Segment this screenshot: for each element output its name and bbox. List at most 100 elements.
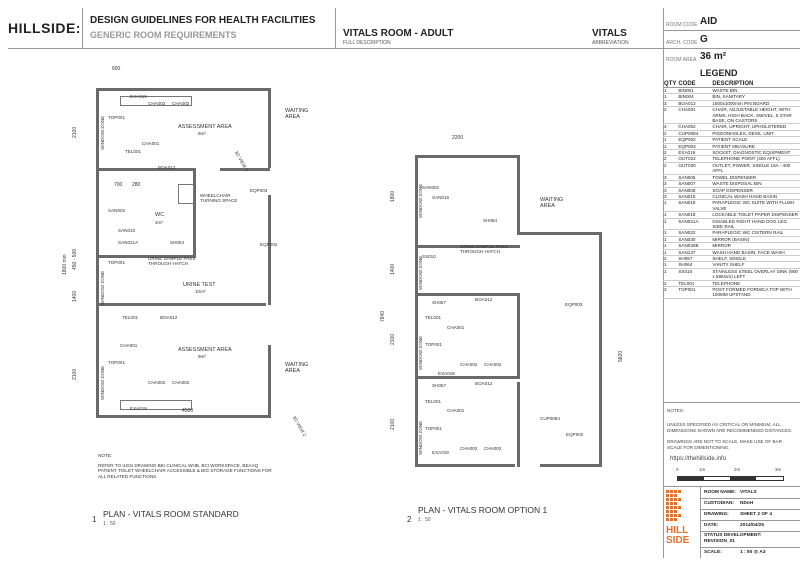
legend-desc: CLINICAL WASH HAND BASIN xyxy=(711,193,800,201)
code-label: CHA002 xyxy=(460,446,478,451)
room-label: WAITING AREA xyxy=(285,362,309,374)
legend-code: CHA002 xyxy=(677,123,712,131)
legend-desc: POST FORMED FORMICA TOP WITH 100MM UPSTA… xyxy=(711,286,800,299)
legend-desc: OUTLET, POWER, SINGLE 16A - 400 AFFL xyxy=(711,162,800,175)
logo-square xyxy=(670,502,673,505)
rule xyxy=(700,531,800,532)
plan-1-scale: 1 : 50 xyxy=(103,521,116,527)
window-zone-label: WINDOW ZONE xyxy=(100,365,105,400)
legend-qty: 1 xyxy=(663,136,678,144)
code-label: TEL001 xyxy=(125,149,142,154)
custodian-value: NDoH xyxy=(740,501,754,506)
legend-qty: 1 xyxy=(663,229,678,237)
code-label: TOP001 xyxy=(108,115,126,120)
logo-square xyxy=(670,490,673,493)
logo-square xyxy=(678,490,681,493)
room-label: ASSESSMENT AREA xyxy=(178,347,232,353)
hillside-logo: HILL SIDE xyxy=(666,490,698,550)
legend-desc: PARAPLEGIC WC CISTERN RAIL xyxy=(711,229,800,237)
logo-square xyxy=(674,514,677,517)
room-area: 9m² xyxy=(198,131,206,136)
plan-1-title: PLAN - VITALS ROOM STANDARD xyxy=(103,509,239,519)
code-label: EXA019 xyxy=(438,371,455,376)
legend-desc: 1500x1000mm PIN BOARD xyxy=(711,100,800,108)
room-name-label: ROOM NAME: xyxy=(704,490,736,495)
legend-desc: WASH HAND BASIN, FACE WASH xyxy=(711,249,800,257)
scale-segment xyxy=(756,477,782,480)
legend-col-code: CODE xyxy=(677,81,712,88)
logo-text-1: HILL xyxy=(666,525,689,536)
legend-qty: 1 xyxy=(663,199,678,213)
plan-2-title: PLAN - VITALS ROOM OPTION 1 xyxy=(418,505,548,515)
legend-qty: 2 xyxy=(663,162,678,175)
rule xyxy=(700,520,800,521)
legend-header-row: QTY CODE DESCRIPTION xyxy=(663,81,800,88)
rule xyxy=(663,486,800,487)
legend-qty: 1 xyxy=(663,218,678,231)
plan-1-note-title: NOTE: xyxy=(98,453,113,458)
code-label: EQP002 xyxy=(260,242,278,247)
logo-square xyxy=(674,510,677,513)
wall xyxy=(540,464,602,467)
wall xyxy=(415,155,418,467)
code-label: TOP001 xyxy=(108,360,126,365)
legend-code: EXA019 xyxy=(677,149,712,157)
logo-square xyxy=(678,506,681,509)
date-value: 2014/04/25 xyxy=(740,523,765,528)
scale-tick: 0 xyxy=(676,467,679,472)
code-label: TEL001 xyxy=(425,315,442,320)
legend-qty: 3 xyxy=(663,286,678,299)
legend-qty: 1 xyxy=(663,249,678,257)
code-label: CHA001 xyxy=(120,343,138,348)
logo-square xyxy=(674,502,677,505)
scale-segment xyxy=(704,477,730,480)
legend-qty: 2 xyxy=(663,106,678,125)
logo-square xyxy=(674,494,677,497)
logo-square xyxy=(670,494,673,497)
wall xyxy=(415,293,520,296)
dimension: 1400 xyxy=(390,263,396,275)
code-label: EXA019 xyxy=(130,94,147,99)
room-label: URINE TEST xyxy=(183,282,216,288)
wall xyxy=(220,168,270,171)
room-code: AID xyxy=(700,16,718,27)
dimension: 280 xyxy=(132,182,141,188)
legend-col-desc: DESCRIPTION xyxy=(711,81,800,88)
dimension: 1800 xyxy=(390,190,396,202)
code-label: BOA012 xyxy=(160,315,178,320)
legend-code: BIN001 xyxy=(677,87,712,95)
code-label: EXA019 xyxy=(432,450,449,455)
scale-bar xyxy=(677,476,784,481)
legend-code: SAN018 xyxy=(677,211,712,219)
legend-qty: 3 xyxy=(663,180,678,188)
code-label: CHA002 xyxy=(172,101,190,106)
legend-code: TEL001 xyxy=(677,280,712,288)
legend-desc: PATIENT SCALE xyxy=(711,136,800,144)
logo-square xyxy=(674,506,677,509)
legend-code: SAN015 xyxy=(677,193,712,201)
legend-qty: 1 xyxy=(663,242,678,250)
wc-fixture xyxy=(178,184,194,204)
website-link[interactable]: https://thehillside.info xyxy=(670,456,727,462)
wall xyxy=(517,382,520,467)
header-bottom-rule xyxy=(8,48,663,49)
room-title: VITALS ROOM - ADULT xyxy=(343,28,454,39)
wall xyxy=(96,168,196,171)
wall xyxy=(415,376,520,379)
dimension: 5820 xyxy=(618,350,624,362)
